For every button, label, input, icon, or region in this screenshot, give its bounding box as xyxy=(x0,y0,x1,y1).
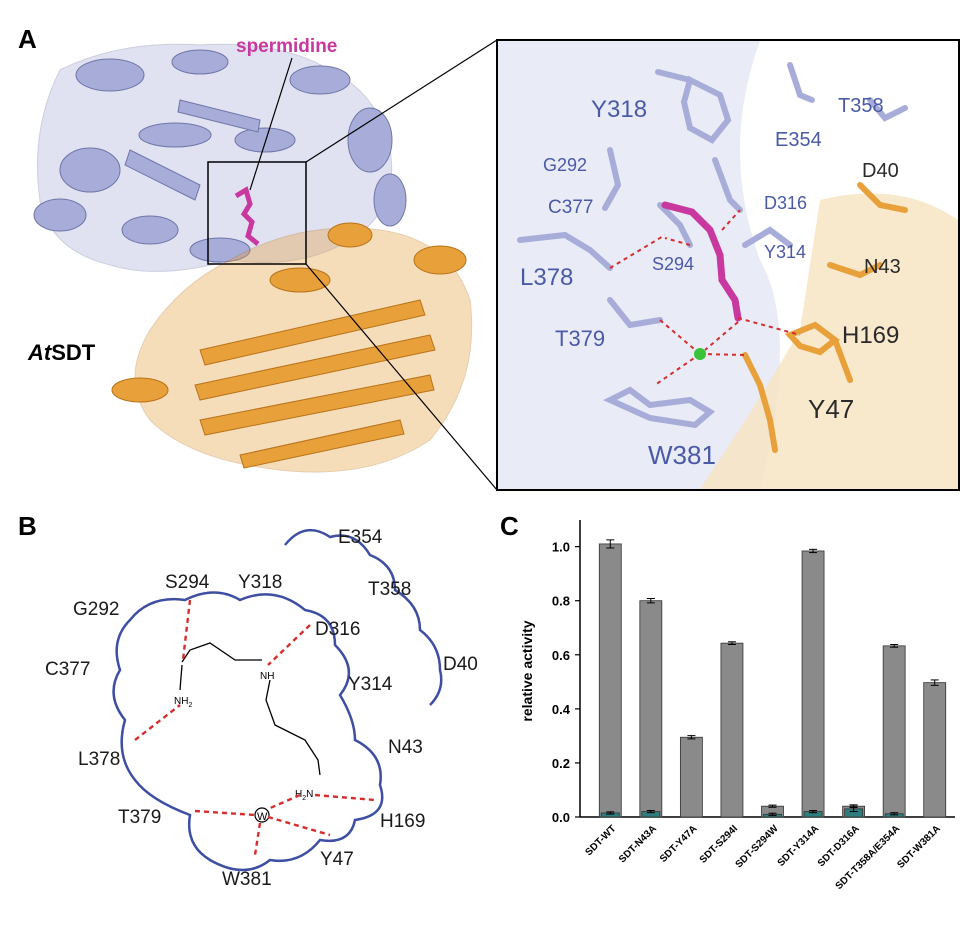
residue-w381: W381 xyxy=(222,869,272,890)
inset-residue-y318: Y318 xyxy=(591,96,647,123)
residue-n43: N43 xyxy=(388,737,423,758)
x-tick-label: SDT-W381A xyxy=(895,823,942,870)
inset-residue-n43: N43 xyxy=(864,256,901,278)
inset-residue-y314: Y314 xyxy=(764,242,806,262)
atom-nh: NH xyxy=(260,671,274,682)
residue-d316: D316 xyxy=(315,619,360,640)
bar-main xyxy=(801,550,825,818)
residue-y47: Y47 xyxy=(320,849,354,870)
atom-nh2-b-sub: 2 xyxy=(302,795,306,802)
x-tick-label: SDT-Y47A xyxy=(658,823,700,865)
water-label: W xyxy=(257,811,268,823)
residue-g292: G292 xyxy=(73,599,119,620)
inset-residue-t358: T358 xyxy=(838,95,884,117)
x-tick-label: SDT-Y314A xyxy=(776,823,822,869)
residue-l378: L378 xyxy=(78,749,120,770)
y-tick-label: 0.2 xyxy=(552,756,570,771)
residue-t379: T379 xyxy=(118,807,161,828)
atom-nh2-a-sub: 2 xyxy=(188,702,192,709)
y-tick-label: 0.4 xyxy=(552,702,571,717)
spermidine-skeleton xyxy=(179,642,321,776)
inset-residue-h169: H169 xyxy=(842,322,899,349)
residue-s294: S294 xyxy=(165,572,210,593)
bar-main xyxy=(882,645,906,818)
panel-a: A xyxy=(18,24,960,491)
inset-residue-d40: D40 xyxy=(862,160,899,182)
bar-main xyxy=(639,600,663,818)
water-circle xyxy=(254,807,270,823)
inset-residue-w381: W381 xyxy=(648,440,716,470)
panel-a-letter: A xyxy=(18,24,37,54)
zoom-line-bottom xyxy=(305,263,498,491)
y-axis-label: relative activity xyxy=(519,620,535,721)
x-tick-label: SDT-N43A xyxy=(617,823,659,865)
inset-residue-y47: Y47 xyxy=(808,394,854,424)
y-tick-label: 0.8 xyxy=(552,594,570,609)
inset-residue-t379: T379 xyxy=(555,326,605,351)
residue-c377: C377 xyxy=(45,659,90,680)
inset-residue-s294: S294 xyxy=(652,254,694,274)
x-tick-label: SDT-S294W xyxy=(734,823,781,870)
protein-name-italic: At xyxy=(27,340,53,365)
atom-nh2-a: NH2 xyxy=(174,696,192,709)
residue-e354: E354 xyxy=(338,527,383,548)
panel-b-letter: B xyxy=(18,511,37,541)
residue-h169: H169 xyxy=(380,811,425,832)
pocket-outline-outer xyxy=(284,528,443,706)
ligand-pointer xyxy=(249,57,293,191)
bar-main xyxy=(720,642,744,818)
spermidine-label: spermidine xyxy=(236,36,337,57)
inset-residue-e354: E354 xyxy=(775,129,822,151)
y-tick-label: 0.6 xyxy=(552,648,570,663)
pocket-outline xyxy=(112,591,384,872)
inset-residue-l378: L378 xyxy=(520,264,573,291)
zoom-line-top xyxy=(305,39,498,163)
residue-d40: D40 xyxy=(443,654,478,675)
spermidine-inset xyxy=(661,201,742,322)
protein-name-label: AtSDT xyxy=(27,340,96,365)
atom-nh2-a-main: NH xyxy=(174,696,188,707)
x-tick-label: SDT-WT xyxy=(584,823,619,858)
panel-c-letter: C xyxy=(500,511,519,541)
inset-residue-d316: D316 xyxy=(764,193,807,213)
hbond-lines xyxy=(134,599,376,856)
bar-main xyxy=(679,736,703,818)
residue-y314: Y314 xyxy=(348,674,393,695)
bar-main xyxy=(598,543,622,818)
inset-residue-g292: G292 xyxy=(543,155,587,175)
x-tick-label: SDT-S294I xyxy=(698,823,741,866)
protein-structure-overview: spermidine AtSDT xyxy=(27,36,498,491)
panel-b: B NH NH2 H2N W E354 S294 Y318 T358 G292 … xyxy=(18,511,478,890)
binding-site-inset: Y318 T358 E354 G292 C377 D316 Y314 L378 … xyxy=(496,39,960,491)
residue-t358: T358 xyxy=(368,579,411,600)
y-tick-label: 0.0 xyxy=(552,810,570,825)
residue-y318: Y318 xyxy=(238,572,282,593)
protein-name-rest: SDT xyxy=(51,340,96,365)
water-molecule xyxy=(694,348,706,360)
zoom-box xyxy=(207,161,307,265)
inset-residue-c377: C377 xyxy=(548,197,593,218)
activity-bar-chart: 0.0 0.2 0.4 0.6 0.8 1.0 relative activitySDT-W… xyxy=(519,520,955,892)
bar-main xyxy=(923,682,947,818)
blue-domain xyxy=(33,43,407,272)
atom-nh2-b-n: N xyxy=(306,789,313,800)
spermidine-overview xyxy=(234,186,260,246)
panel-c: C 0.0 0.2 0.4 0.6 0.8 1.0 relative activitySDT… xyxy=(500,511,955,892)
y-tick-label: 1.0 xyxy=(552,540,570,555)
